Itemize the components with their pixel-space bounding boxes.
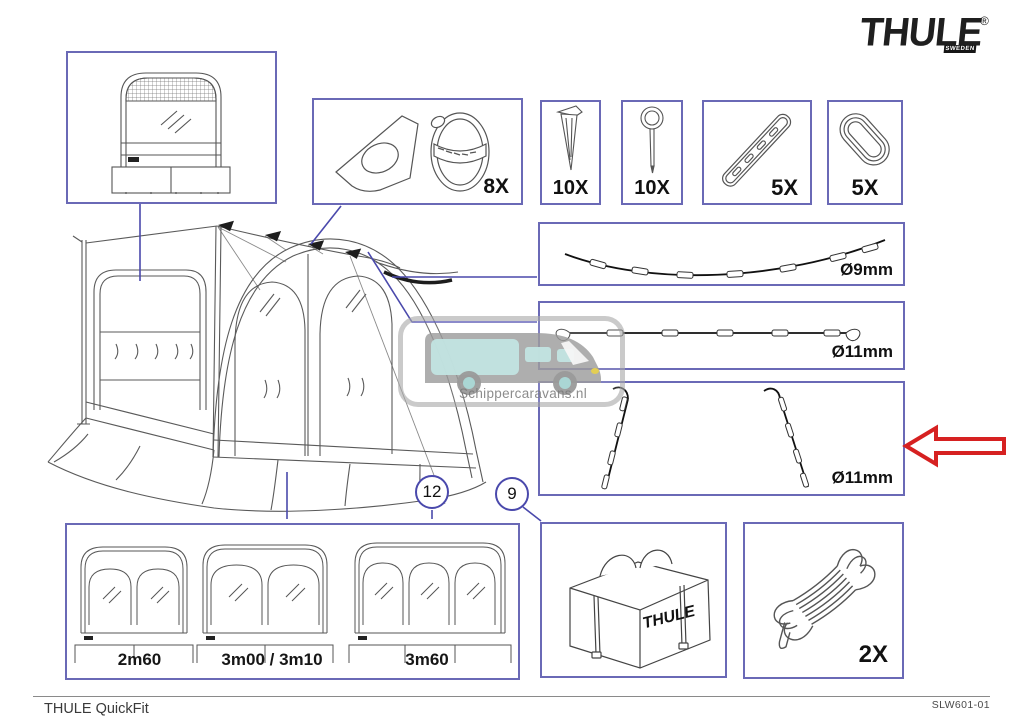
flexible-pole-box: Ø9mm [538,222,905,286]
footer-document-code: SLW601-01 [931,699,990,711]
flexible-pole-diameter: Ø9mm [840,260,893,279]
leg-poles-diameter: Ø11mm [831,468,893,487]
oval-ring-qty: 5X [851,175,879,200]
callout-9: 9 [495,477,529,511]
thule-sweden-badge: SWEDEN [943,45,977,53]
footer-product-name: THULE QuickFit [44,701,149,717]
window-detail-box [66,51,277,204]
awning-3m60-drawing [348,542,512,663]
watermark: Schippercaravans.nl [398,316,625,407]
peg-qty: 10X [552,177,589,199]
roof-pole-diameter: Ø11mm [831,342,893,361]
peg-icon [555,105,583,171]
ladder-strap-icon [722,113,792,187]
zip-pull [128,157,139,162]
registered-mark: ® [980,14,989,28]
window-detail-drawing [111,72,231,194]
sizes-box: 2m60 3m00 / 3m10 3m60 [65,523,520,680]
red-arrow-icon [902,424,1006,468]
guy-ropes-qty: 2X [858,641,888,668]
awning-2m60-drawing [74,546,194,663]
callout-12: 12 [415,475,449,509]
callout-9-number: 9 [507,484,517,503]
guy-rope-icon [773,548,876,649]
ladder-strap-qty: 5X [771,175,798,200]
size-label-3m60: 3m60 [405,650,449,669]
fixation-kit-box: 8X [312,98,523,205]
fixation-kit-qty: 8X [483,175,509,198]
leg-poles-box: Ø11mm [538,381,905,496]
ring-peg-qty: 10X [634,177,670,199]
guy-ropes-box: 2X [743,522,904,679]
size-label-2m60: 2m60 [117,650,162,669]
ring-peg-icon [640,106,664,174]
footer-rule [33,696,990,697]
clamp-bracket-and-knob-icon [335,112,490,192]
oval-ring-box: 5X [827,100,903,205]
peg-box: 10X [540,100,601,205]
caravan-watermark-icon [425,333,601,395]
awning-3m00-drawing [196,544,334,663]
flex-pole-icon [564,239,886,279]
roof-pole-box: Ø11mm [538,301,905,370]
storage-bag-box: THULE [540,522,727,678]
awning-size-drawings [74,542,512,663]
size-label-3m00-3m10: 3m00 / 3m10 [221,650,323,669]
watermark-site-text: Schippercaravans.nl [459,386,588,401]
storage-bag-icon: THULE [569,549,711,669]
ladder-strap-box: 5X [702,100,812,205]
thule-logo: THULE ® SWEDEN [858,11,1024,64]
callout-12-number: 12 [422,482,442,501]
ring-peg-box: 10X [621,100,683,205]
oval-ring-icon [839,113,890,166]
